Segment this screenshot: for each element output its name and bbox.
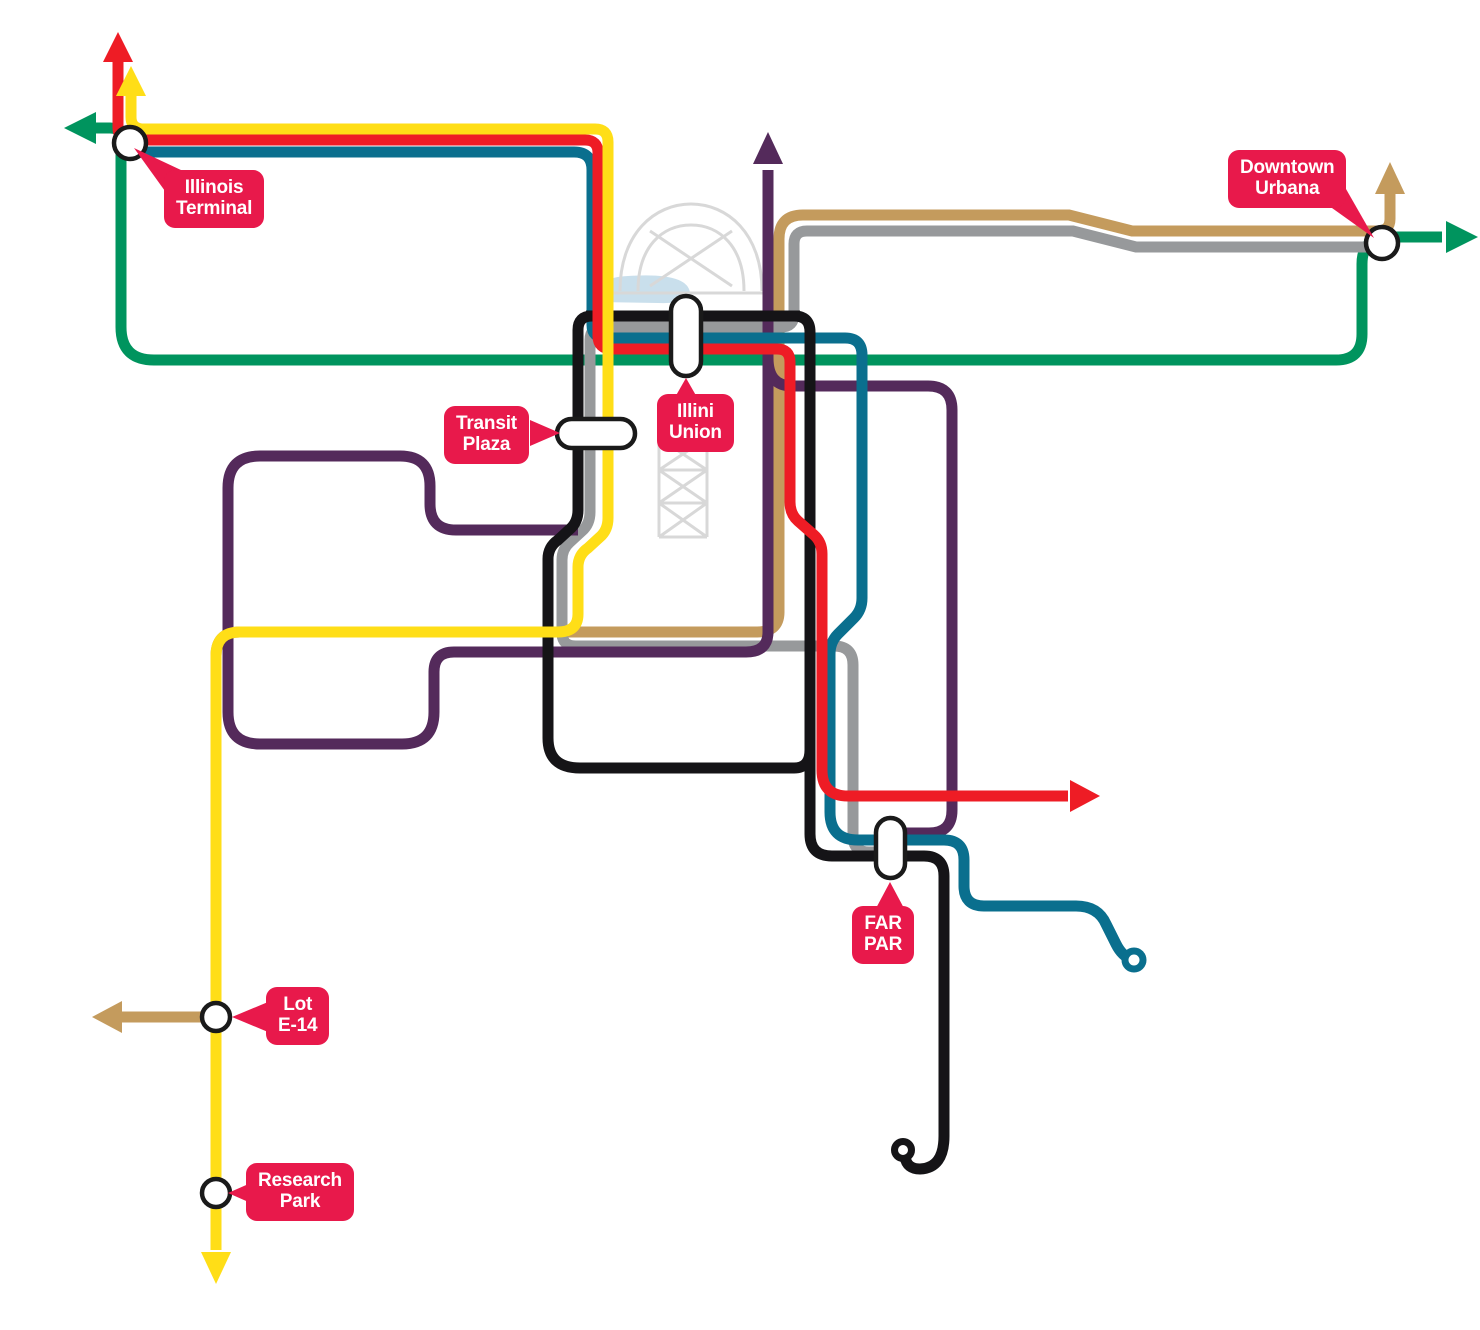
label-line: Plaza	[462, 434, 511, 456]
label-line: Illinois	[184, 177, 244, 198]
route-teal-line	[136, 146, 1134, 965]
route-yellow-line	[125, 94, 614, 1250]
label-line: PAR	[864, 934, 903, 956]
label-line: Transit	[456, 413, 517, 434]
label-line: Park	[279, 1191, 321, 1213]
dome-illustration	[610, 202, 770, 295]
route-red-arrow-right	[1070, 780, 1100, 812]
label-pointers	[134, 148, 1374, 1208]
label-lot-e14[interactable]: Lot E-14	[266, 987, 330, 1045]
station-pill-illini-union[interactable]	[668, 293, 704, 379]
station-pill-transit-plaza[interactable]	[554, 416, 638, 451]
route-black-south-line	[793, 310, 950, 1175]
route-green-arrow-left	[64, 112, 96, 144]
route-red	[103, 32, 1100, 812]
label-line: Union	[669, 422, 722, 444]
label-transit-plaza[interactable]: Transit Plaza	[444, 406, 529, 464]
label-line: E-14	[278, 1015, 318, 1037]
station-markers	[111, 124, 1401, 1210]
label-pointer-far-par	[874, 882, 906, 912]
label-line: Research	[258, 1170, 342, 1191]
terminus-ring-teal	[1121, 947, 1147, 973]
label-line: FAR	[864, 913, 902, 934]
station-marker-research-park[interactable]	[199, 1176, 233, 1210]
label-far-par[interactable]: FAR PAR	[852, 906, 915, 964]
route-purple	[222, 132, 958, 839]
label-downtown-urbana[interactable]: Downtown Urbana	[1228, 150, 1347, 208]
route-tan-arrow-left	[92, 1001, 122, 1033]
route-purple-arrow-up	[753, 132, 783, 164]
station-marker-downtown-urbana[interactable]	[1363, 224, 1401, 262]
terminus-ring-black	[891, 1138, 915, 1162]
label-line: Urbana	[1255, 178, 1320, 200]
label-line: Illini	[677, 401, 714, 422]
route-tan-arrow-up	[1375, 162, 1405, 194]
label-research-park[interactable]: Research Park	[246, 1163, 354, 1221]
route-green-arrow-right	[1446, 221, 1478, 253]
route-yellow-arrow-down	[201, 1252, 231, 1284]
label-illini-union[interactable]: Illini Union	[657, 394, 734, 452]
route-purple-line	[222, 170, 774, 750]
label-line: Terminal	[176, 198, 253, 220]
label-illinois-terminal[interactable]: Illinois Terminal	[164, 170, 265, 228]
route-black-loop-line	[542, 310, 816, 774]
label-pointer-transit-plaza	[530, 420, 560, 446]
label-line: Downtown	[1240, 157, 1335, 178]
route-yellow-arrow-up	[116, 66, 146, 96]
label-pointer-lot-e14	[232, 1002, 268, 1032]
route-purple-branch-line	[762, 357, 958, 839]
route-black	[542, 310, 950, 1175]
route-yellow	[116, 66, 614, 1284]
station-marker-lot-e14[interactable]	[199, 1000, 233, 1034]
label-line: Lot	[283, 994, 313, 1015]
station-pill-far-par[interactable]	[873, 815, 908, 881]
route-red-arrow-up	[103, 32, 133, 62]
route-red-line	[112, 60, 1068, 802]
